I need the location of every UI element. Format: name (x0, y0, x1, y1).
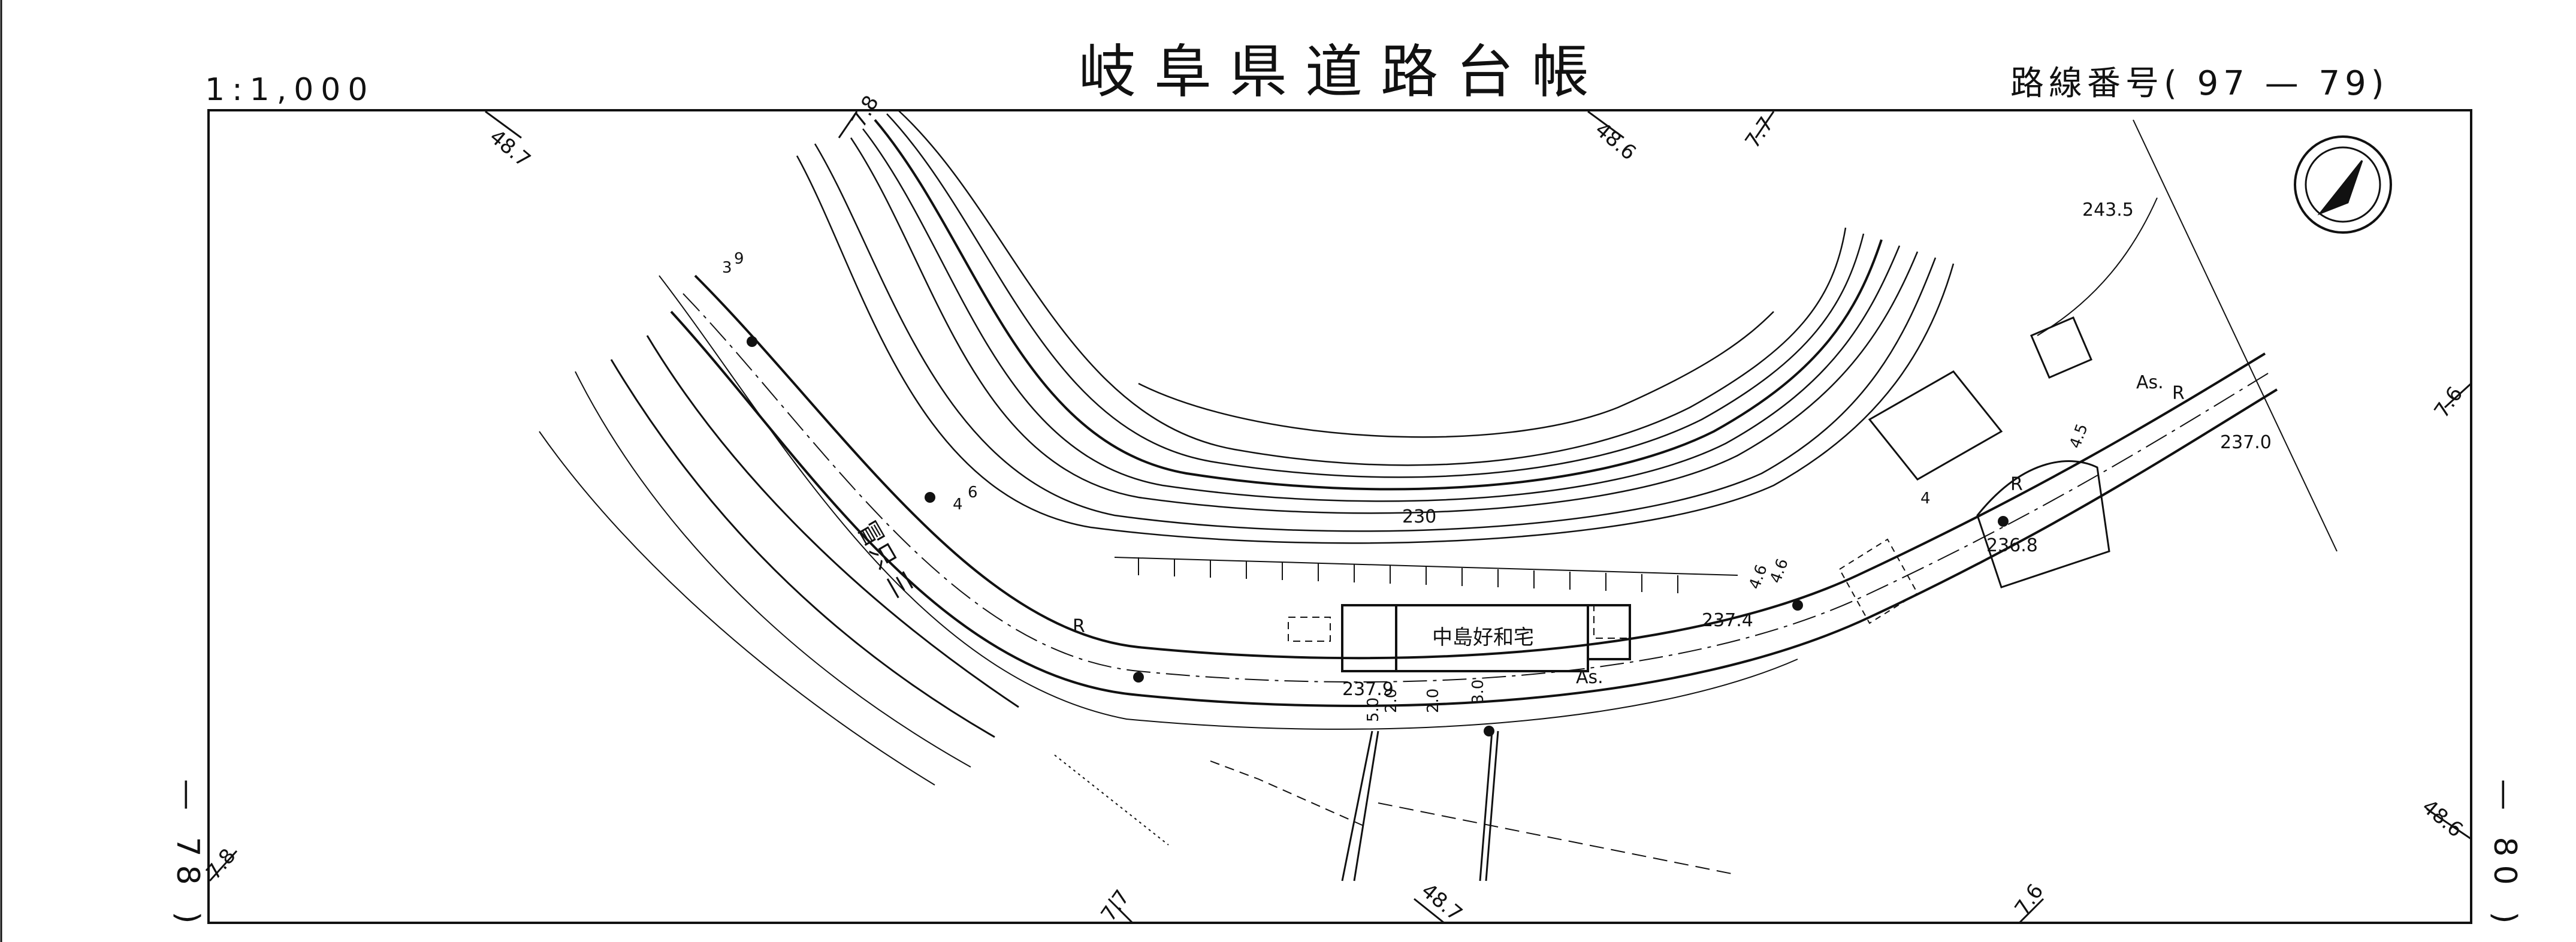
width-9: 9 (734, 250, 744, 268)
width-3-0: 3.0 (1469, 680, 1487, 704)
map-frame (207, 109, 2472, 924)
building-nakajima (1288, 604, 1631, 672)
tick-label-5: 7.6 (2430, 382, 2468, 422)
elev-237-9: 237.9 (1342, 679, 1394, 700)
utility-pole (747, 336, 757, 347)
tick-label-3: 48.6 (1590, 117, 1641, 165)
right-margin-label: — 80 ) (2487, 779, 2523, 932)
left-margin-label: — 78 ) (170, 779, 206, 932)
road-label-r-3: R (1073, 616, 1085, 637)
width-3: 3 (722, 259, 732, 277)
river (539, 335, 1019, 786)
width-4-5: 4.5 (2066, 421, 2091, 451)
road-label-as-1: As. (2136, 372, 2164, 393)
utility-pole (1133, 672, 1144, 683)
contour-elevation-label: 230 (1402, 506, 1436, 527)
road-labels: As. R R As. R (1073, 372, 2185, 688)
width-4-b: 4 (1920, 490, 1931, 508)
right-structures (1838, 119, 2338, 624)
width-2-0b: 2.0 (1424, 689, 1442, 713)
elevation-labels: 243.5 237.0 236.8 237.4 237.9 (1342, 200, 2272, 700)
tick-label-1: 48.7 (485, 125, 535, 172)
slope-hatch (1114, 557, 1738, 593)
utility-pole (925, 492, 935, 503)
sheet-title: 岐阜県道路台帳 (1079, 38, 1607, 105)
map-scale: 1:1,000 (205, 72, 375, 108)
elev-236-8: 236.8 (1986, 535, 2038, 556)
width-dimensions: 9 3 6 4 4.6 4.6 2.0 2.0 5.0 3.0 4.5 4 (722, 250, 2092, 722)
utility-pole (1998, 516, 2009, 527)
utility-pole (1484, 726, 1494, 736)
grid-ticks (209, 110, 2472, 924)
elev-237-4: 237.4 (1702, 610, 1753, 631)
north-arrow-icon (2294, 135, 2392, 234)
utility-pole (1792, 600, 1803, 611)
lower-features (1054, 730, 1738, 881)
width-4-6b: 4.6 (1766, 556, 1792, 585)
river-label: 冒只 三 (851, 516, 919, 603)
road-edge-upper (694, 274, 2266, 660)
width-2-0a: 2.0 (1382, 689, 1400, 713)
width-4: 4 (953, 496, 963, 514)
elev-243-5: 243.5 (2082, 200, 2134, 221)
tick-label-9: 7.6 (2010, 880, 2049, 920)
road-edge-lower (670, 310, 2278, 707)
road (659, 274, 2278, 730)
tick-label-4: 7.7 (1741, 113, 1779, 153)
road-label-as-2: As. (1576, 667, 1603, 688)
elev-237-0: 237.0 (2220, 432, 2272, 453)
width-5-0: 5.0 (1364, 698, 1382, 722)
contour-lines (796, 110, 1955, 544)
road-label-r-2: R (2010, 474, 2023, 495)
road-label-r-1: R (2172, 383, 2185, 404)
building-label: 中島好和宅 (1432, 626, 1534, 650)
width-6: 6 (968, 484, 978, 502)
route-number: 路線番号( 97 — 79) (2010, 64, 2389, 103)
tick-label-10: 48.6 (2417, 795, 2468, 842)
tick-label-8: 48.7 (1417, 878, 1467, 926)
road-centerline (682, 293, 2272, 683)
utility-poles (747, 336, 2009, 736)
